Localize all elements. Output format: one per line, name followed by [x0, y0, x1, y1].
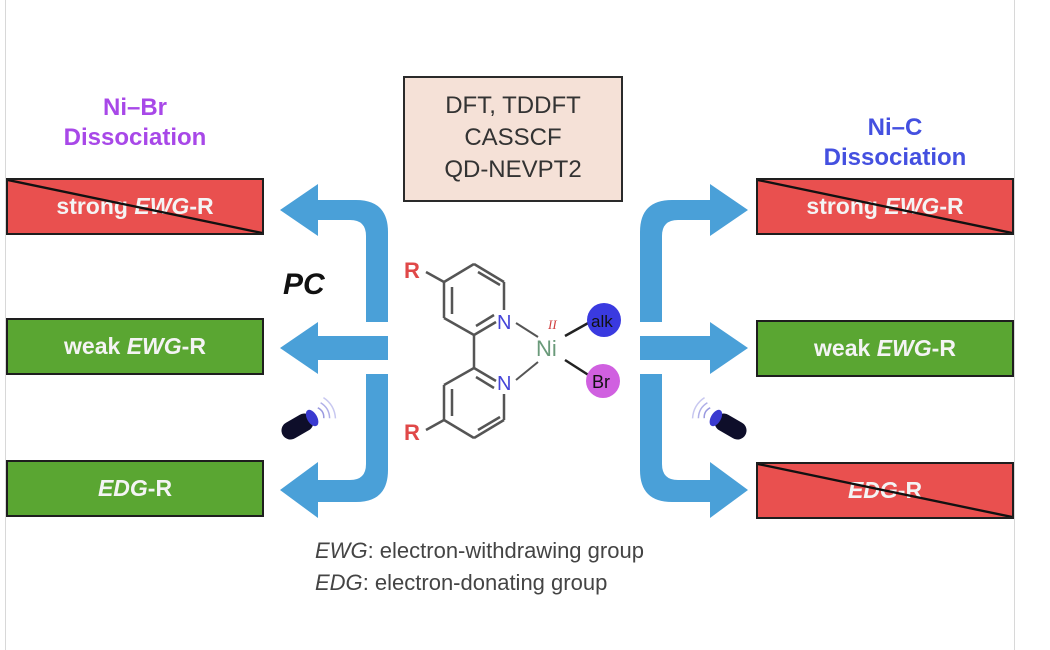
left-arrow-top — [280, 184, 388, 322]
legend-text: : electron-donating group — [362, 570, 608, 595]
bipyridine-ligand — [425, 262, 539, 440]
computational-methods-box: DFT, TDDFT CASSCF QD-NEVPT2 — [403, 76, 623, 202]
bromide-label: Br — [592, 372, 610, 392]
left-frame-line — [5, 0, 6, 650]
left-arrow-bottom — [280, 374, 388, 518]
alkyl-sphere — [587, 303, 621, 337]
nitrogen-lower: N — [497, 373, 511, 395]
r-group-upper: R — [404, 258, 420, 283]
box-suffix: -R — [189, 193, 214, 219]
box-abbr: EWG — [876, 335, 932, 361]
box-abbr: EWG — [134, 193, 190, 219]
legend-abbr: EWG — [315, 538, 368, 563]
nic-heading-line2: Dissociation — [823, 144, 967, 171]
right-box-weak-ewg: weak EWG-R — [756, 320, 1014, 377]
bromide-sphere — [586, 364, 620, 398]
right-arrow-top — [640, 184, 748, 322]
nickel-label: Ni — [536, 336, 557, 361]
box-abbr: EWG — [126, 333, 182, 359]
cross-out-line — [758, 464, 1012, 517]
box-suffix: -R — [897, 477, 923, 503]
right-frame-line — [1014, 0, 1015, 650]
box-abbr: EWG — [884, 193, 940, 219]
method-line: CASSCF — [464, 124, 562, 151]
nic-heading-line1: Ni–C — [867, 114, 923, 141]
flashlight-icon — [281, 396, 337, 440]
box-suffix: -R — [931, 335, 956, 361]
right-arrow-bottom — [640, 374, 748, 518]
legend-item-ewg: EWG: electron-withdrawing group — [315, 535, 644, 567]
right-box-strong-ewg: strong EWG-R — [756, 178, 1014, 235]
right-arrows — [640, 184, 748, 518]
abbreviation-legend: EWG: electron-withdrawing group EDG: ele… — [315, 535, 644, 599]
oxidation-state-label: II — [547, 317, 557, 332]
left-box-strong-ewg: strong EWG-R — [6, 178, 264, 235]
cross-out-line — [8, 180, 262, 233]
legend-item-edg: EDG: electron-donating group — [315, 567, 644, 599]
nibr-heading-line2: Dissociation — [63, 124, 207, 151]
box-abbr: EDG — [97, 475, 148, 501]
box-suffix: -R — [939, 193, 964, 219]
right-box-edg: EDG-R — [756, 462, 1014, 519]
box-suffix: -R — [181, 333, 206, 359]
cross-out-line — [758, 180, 1012, 233]
method-line: DFT, TDDFT — [445, 92, 581, 119]
alkyl-label: alk — [591, 312, 613, 331]
right-arrow-middle — [640, 322, 748, 374]
box-prefix: weak — [64, 333, 127, 359]
nitrogen-upper: N — [497, 312, 511, 334]
box-suffix: -R — [147, 475, 173, 501]
left-arrows — [280, 184, 388, 518]
nibr-dissociation-heading: Ni–Br Dissociation — [20, 93, 250, 153]
box-abbr: EDG — [847, 477, 898, 503]
left-box-edg: EDG-R — [6, 460, 264, 517]
box-prefix: weak — [814, 335, 877, 361]
left-box-weak-ewg: weak EWG-R — [6, 318, 264, 375]
r-group-lower: R — [404, 420, 420, 445]
metal-bonds — [564, 320, 591, 378]
nibr-heading-line1: Ni–Br — [102, 94, 168, 121]
flashlight-icon — [691, 396, 747, 440]
nic-dissociation-heading: Ni–C Dissociation — [780, 113, 1010, 173]
legend-abbr: EDG — [315, 570, 363, 595]
method-line: QD-NEVPT2 — [444, 156, 582, 183]
legend-text: : electron-withdrawing group — [367, 538, 644, 563]
left-arrow-middle — [280, 322, 388, 374]
pc-label: PC — [283, 268, 325, 301]
